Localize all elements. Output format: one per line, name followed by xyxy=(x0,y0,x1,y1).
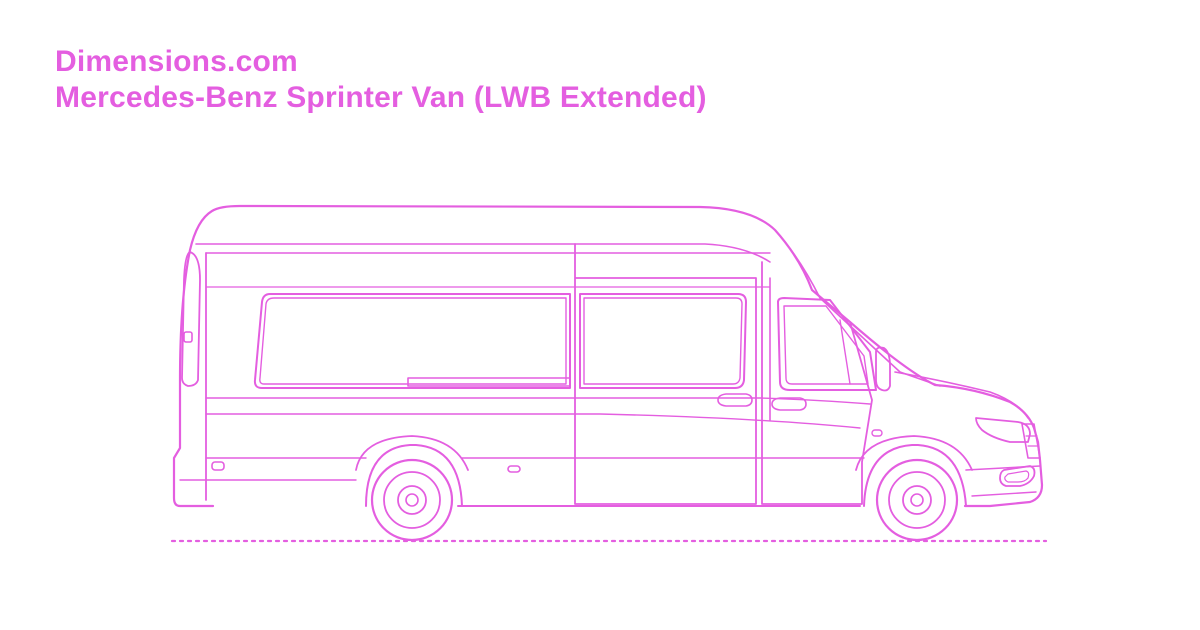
roof-line xyxy=(195,243,771,263)
header: Dimensions.com Mercedes-Benz Sprinter Va… xyxy=(55,44,707,116)
front-door xyxy=(761,261,873,505)
sliding-door xyxy=(574,243,757,505)
cab-quarter-divider xyxy=(839,319,851,385)
front-valance xyxy=(971,491,1037,497)
sliding-door-handle xyxy=(717,393,753,407)
side-window-rear-inner xyxy=(259,297,567,385)
side-window-front xyxy=(579,293,747,389)
sliding-door-rail xyxy=(407,377,571,387)
cab-window xyxy=(777,297,877,391)
side-window-front-inner xyxy=(583,297,743,385)
front-door-handle xyxy=(771,397,807,411)
grille-slat xyxy=(1025,435,1039,447)
site-name: Dimensions.com xyxy=(55,45,298,78)
windshield-edge xyxy=(774,229,941,387)
rear-marker-light xyxy=(211,461,225,471)
rear-handle xyxy=(183,331,193,343)
body-line-upper xyxy=(205,397,871,405)
side-marker-light xyxy=(507,465,521,473)
fog-light-inner xyxy=(1004,470,1030,483)
rear-light xyxy=(181,251,201,387)
hood-line xyxy=(894,371,1029,419)
front-wheel xyxy=(875,458,959,542)
side-window-rear xyxy=(253,293,571,389)
rear-wheel-arch-flare xyxy=(355,435,469,471)
grille xyxy=(1021,423,1041,459)
body-line-middle xyxy=(205,413,861,429)
headlight xyxy=(975,417,1031,443)
side-mirror xyxy=(875,346,891,392)
front-side-marker xyxy=(871,429,883,437)
cab-window-inner xyxy=(783,305,869,385)
rear-wheel xyxy=(370,458,454,542)
front-wheel-arch-flare xyxy=(855,435,973,471)
rear-wheel-arch xyxy=(365,444,463,507)
front-wheel-arch xyxy=(863,444,967,507)
fog-light xyxy=(999,465,1036,487)
page-title: Mercedes-Benz Sprinter Van (LWB Extended… xyxy=(55,81,707,114)
